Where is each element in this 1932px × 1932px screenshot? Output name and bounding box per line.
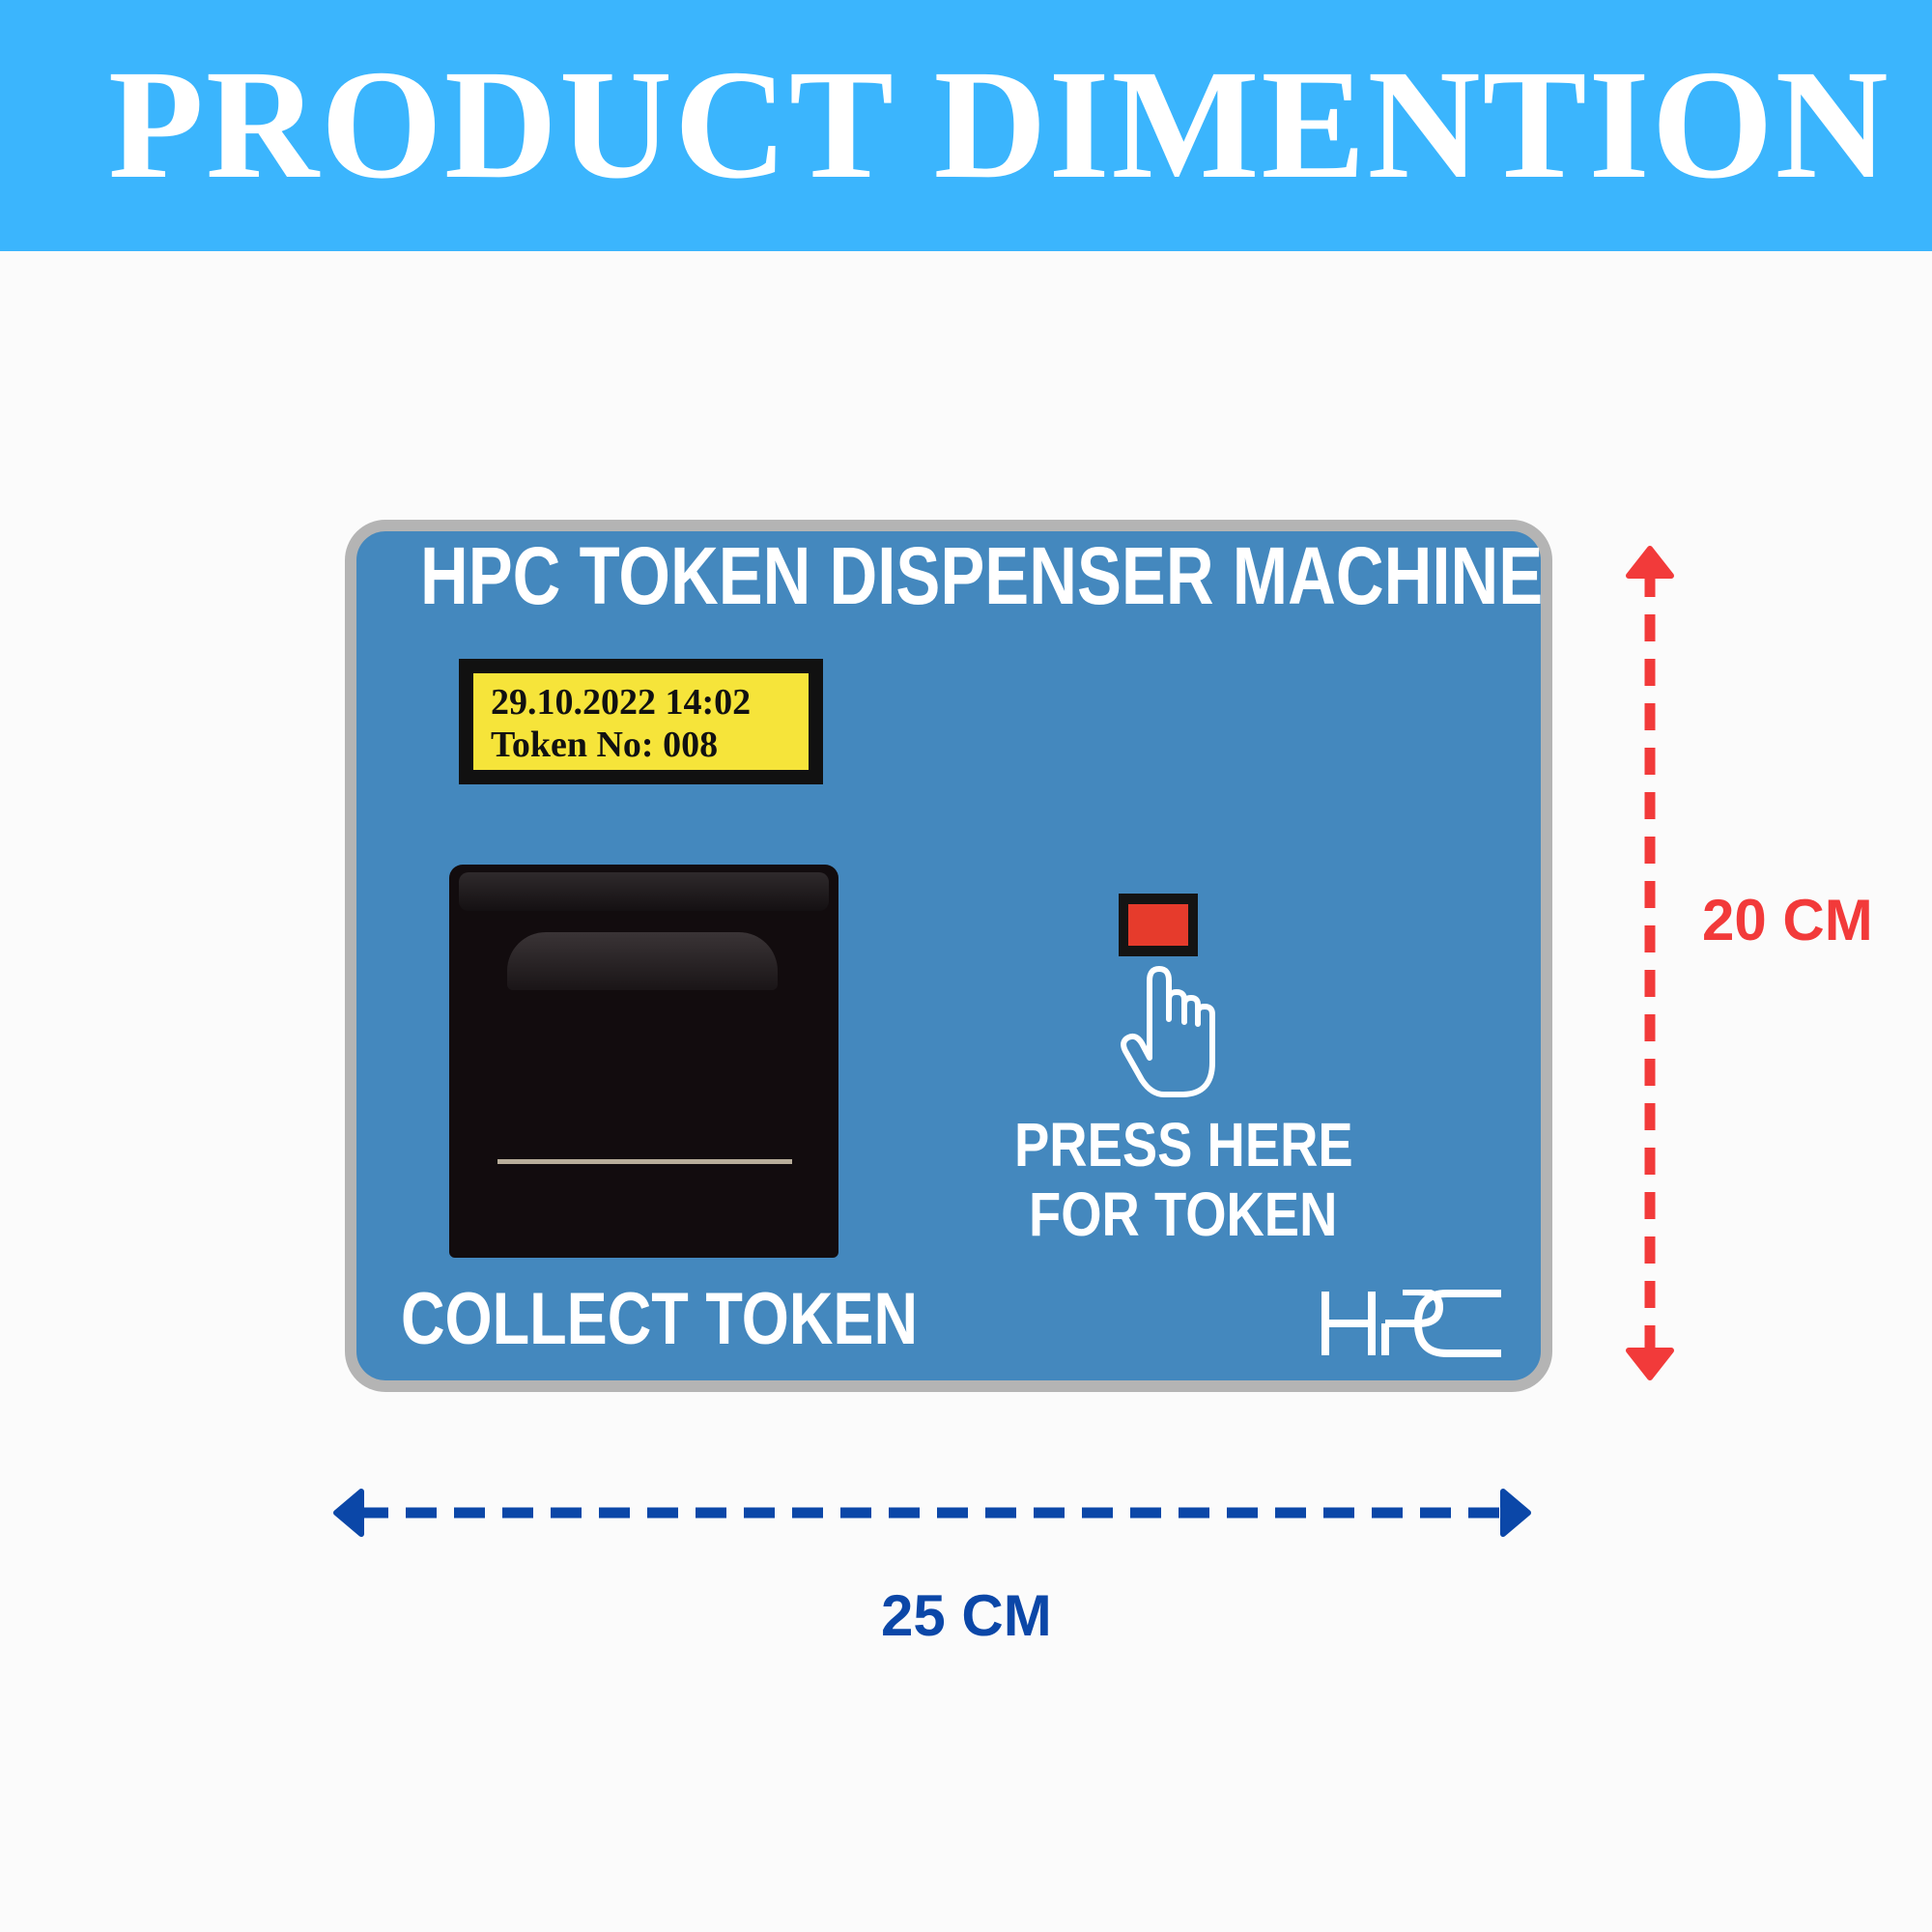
display-token-number: Token No: 008 <box>491 724 719 765</box>
display-datetime: 29.10.2022 14:02 <box>491 682 752 723</box>
height-label: 20 CM <box>1702 888 1873 952</box>
hpc-logo <box>1321 1290 1501 1357</box>
press-label-line2: FOR TOKEN <box>1029 1179 1338 1249</box>
press-label-line1: PRESS HERE <box>1014 1110 1353 1179</box>
token-printer <box>449 865 838 1258</box>
machine-title: HPC TOKEN DISPENSER MACHINE <box>420 530 1544 621</box>
page-title: PRODUCT DIMENTION <box>108 39 1890 212</box>
header-banner: PRODUCT DIMENTION <box>0 0 1932 251</box>
printer-lid <box>459 872 829 911</box>
lcd-display: 29.10.2022 14:02 Token No: 008 <box>459 659 823 784</box>
height-dimension-arrow <box>1626 546 1674 1380</box>
collect-token-label: COLLECT TOKEN <box>401 1278 919 1360</box>
width-dimension-arrow <box>333 1489 1531 1537</box>
token-request-button[interactable] <box>1119 894 1198 956</box>
width-label: 25 CM <box>881 1583 1052 1648</box>
token-slot <box>497 1159 792 1164</box>
hand-pointer-icon <box>1121 966 1215 1097</box>
printer-flap <box>507 932 778 990</box>
